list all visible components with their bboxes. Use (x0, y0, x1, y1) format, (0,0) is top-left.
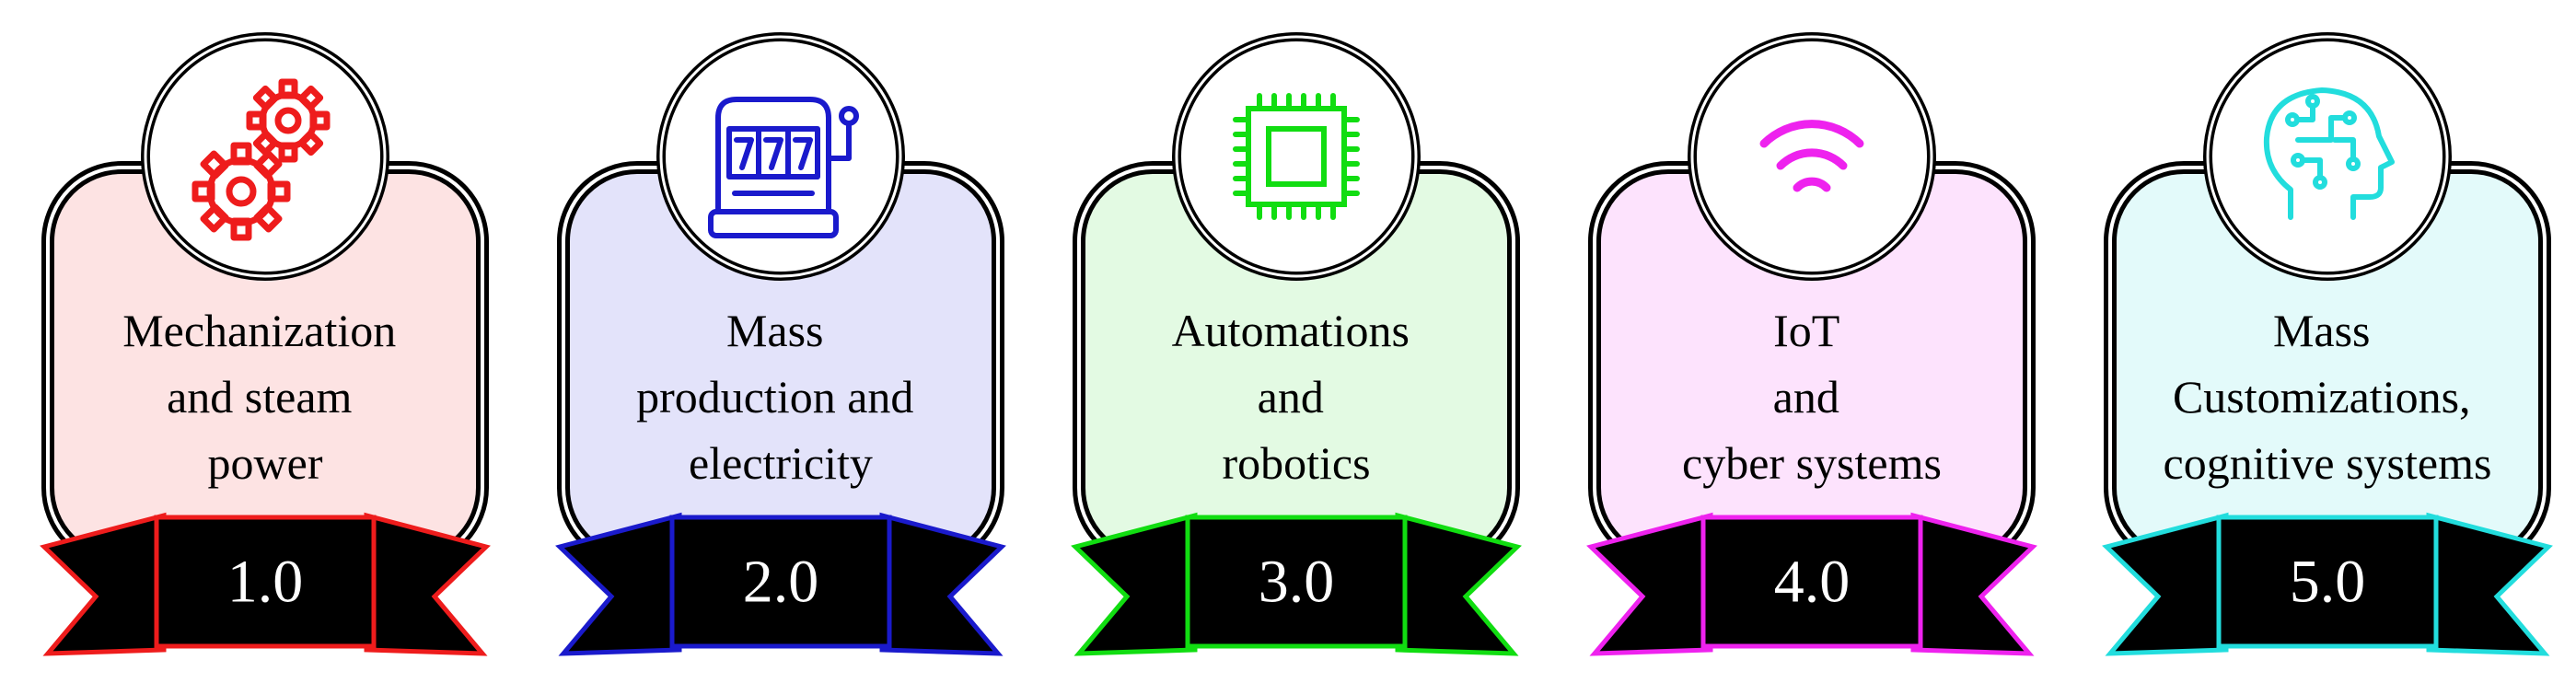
stage-label: Mass production and electricity (636, 305, 925, 489)
slot-machine-icon (708, 97, 859, 238)
version-ribbon: 1.0 (40, 512, 491, 656)
gears-icon (191, 78, 331, 241)
label-line: power (208, 437, 323, 489)
label-line: IoT (1773, 305, 1839, 356)
version-badge (154, 515, 377, 649)
microchip-icon (1233, 93, 1360, 220)
label-line: Mass (726, 305, 824, 356)
label-line: cognitive systems (2164, 437, 2492, 489)
label-line: Automations (1172, 305, 1410, 356)
stage-label: Mass Customizations, cognitive systems (2164, 305, 2492, 489)
label-line: cyber systems (1682, 437, 1942, 489)
version-badge (1185, 515, 1408, 649)
stage-label: Automations and robotics (1172, 305, 1421, 489)
label-line: Mechanization (122, 305, 396, 356)
label-line: production and (636, 371, 913, 423)
version-badge (1700, 515, 1923, 649)
version-ribbon: 3.0 (1071, 512, 1522, 656)
version-badge (669, 515, 892, 649)
stage-card-1: Mechanization and steam power 1.0 (40, 32, 491, 656)
label-line: and (1773, 371, 1839, 423)
version-number: 2.0 (743, 549, 819, 616)
version-ribbon: 5.0 (2102, 512, 2553, 656)
version-number: 5.0 (2290, 549, 2366, 616)
label-line: and (1258, 371, 1324, 423)
stage-card-3: Automations and robotics 3.0 (1071, 32, 1522, 656)
label-line: Mass (2273, 305, 2371, 356)
version-number: 4.0 (1774, 549, 1851, 616)
label-line: robotics (1222, 437, 1370, 489)
stage-card-4: IoT and cyber systems 4.0 (1586, 32, 2037, 656)
version-badge (2216, 515, 2439, 649)
version-number: 3.0 (1259, 549, 1335, 616)
version-ribbon: 2.0 (555, 512, 1006, 656)
version-number: 1.0 (227, 549, 304, 616)
version-ribbon: 4.0 (1586, 512, 2037, 656)
label-line: Customizations, (2173, 371, 2471, 423)
stage-label: Mechanization and steam power (122, 305, 408, 489)
wifi-icon (1759, 120, 1864, 192)
label-line: and steam (167, 371, 352, 423)
stage-card-5: Mass Customizations, cognitive systems 5… (2102, 32, 2553, 656)
stage-label: IoT and cyber systems (1682, 305, 1942, 489)
stage-card-2: Mass production and electricity 2.0 (555, 32, 1006, 656)
label-line: electricity (689, 437, 873, 489)
ai-head-icon (2263, 87, 2395, 220)
